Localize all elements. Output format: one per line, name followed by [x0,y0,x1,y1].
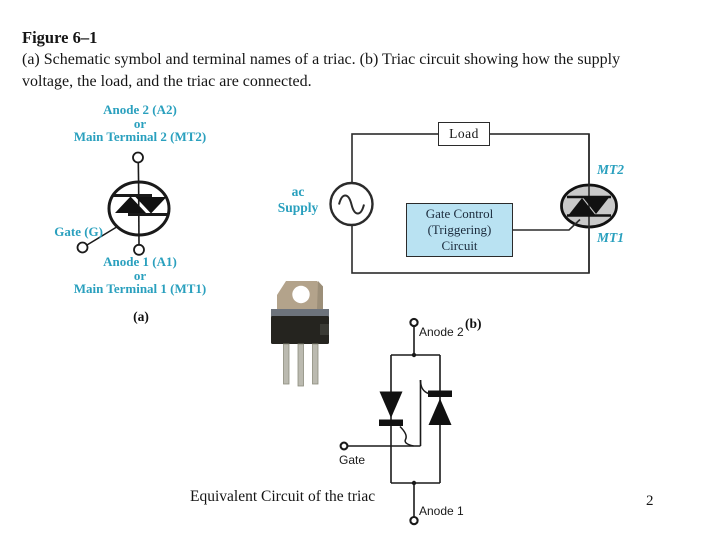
triangle-down [583,197,609,214]
terminal-gate-circle [76,241,89,254]
terminal-anode2 [409,317,419,328]
scr-left-bar [379,419,403,426]
triangle-down [135,197,167,214]
scr-right-gate [419,379,429,395]
terminal-a2-circle [132,151,144,164]
triangle-up [569,198,595,215]
scr-right-bar [428,390,452,397]
plastic-body [271,316,329,344]
equivalent-circuit [339,317,452,526]
lead-middle [297,343,304,387]
scr-right-triangle [428,398,452,425]
triac-circuit-b [329,133,618,274]
circuit-loop [351,133,590,274]
triac-symbol-a [76,151,171,256]
to220-package-photo [271,281,329,387]
triangle-up [115,196,146,213]
terminal-a1-circle [133,243,145,256]
terminal-gate [339,441,349,451]
gate-wire [513,218,581,231]
gate-lead [86,225,118,246]
body-top-face [271,309,329,317]
terminal-anode1 [409,515,419,526]
lead-left [283,343,290,385]
scr-left-triangle [379,391,403,418]
scr-left-gate [399,425,414,447]
mounting-hole [292,285,310,304]
lead-right [312,343,319,385]
sine-wave [338,194,365,215]
